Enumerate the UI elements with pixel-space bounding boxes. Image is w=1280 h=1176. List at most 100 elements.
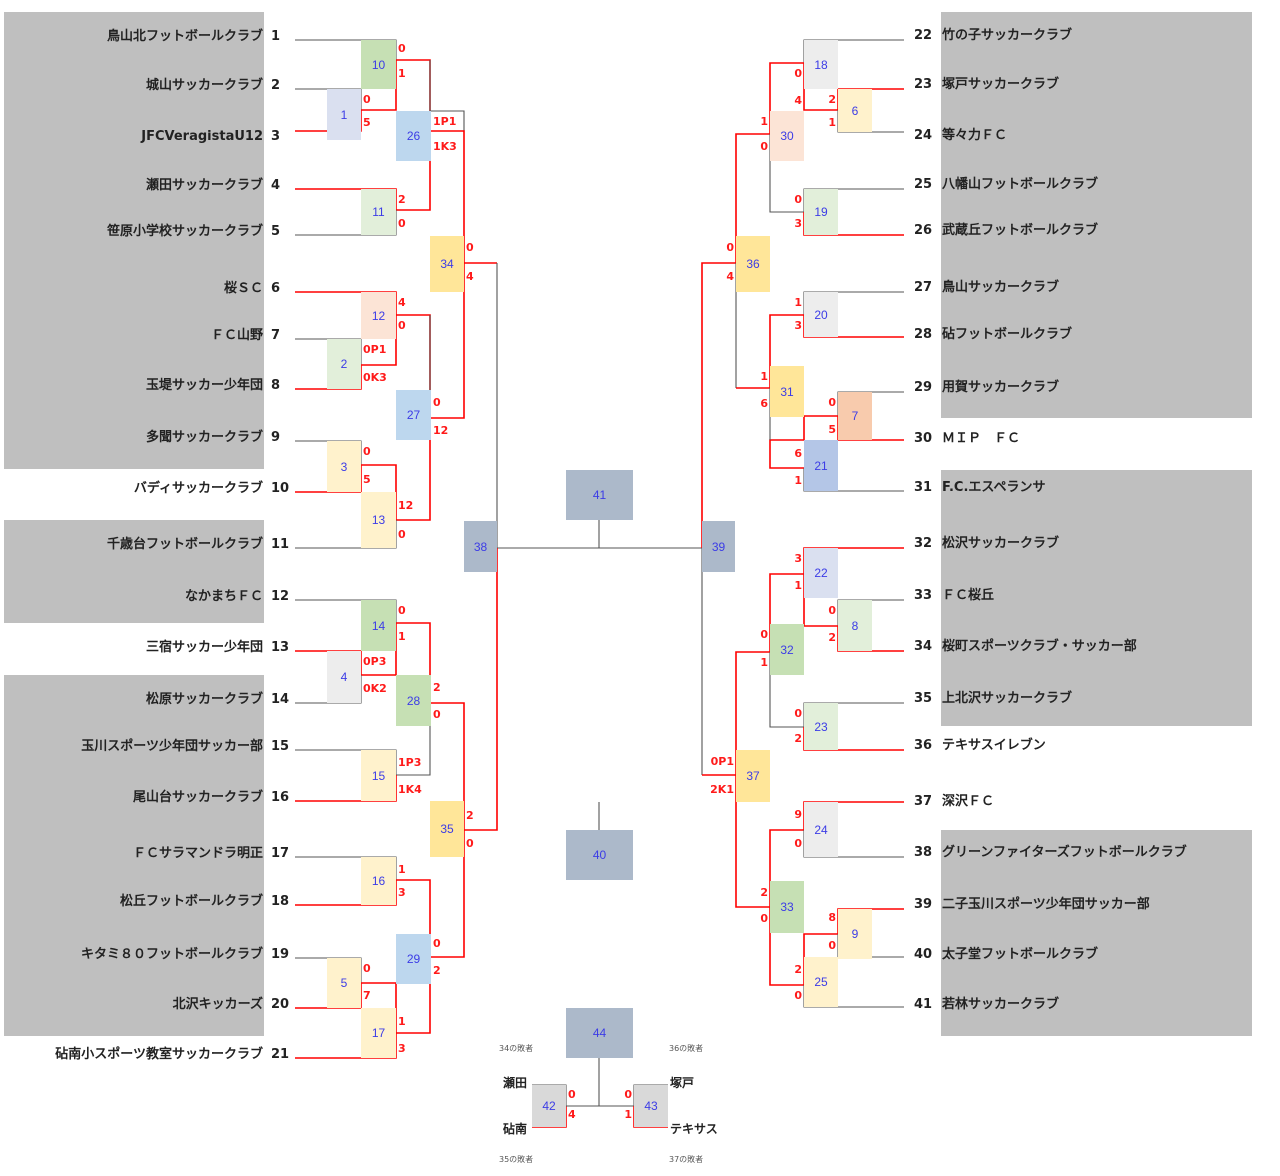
match-31-score-bottom: 6 [760,397,768,410]
match-number: 37 [746,769,760,783]
match-25-score-bottom: 0 [794,989,802,1002]
team-seed-right: 35 [914,691,933,706]
team-seed-left: 7 [271,328,281,343]
match-number: 22 [814,566,828,580]
match-21-score-bottom: 1 [794,474,802,487]
winner-path-line [295,775,397,802]
match-5-score-top: 0 [363,962,371,975]
team-seed-right: 34 [914,639,933,654]
match-number: 24 [814,822,828,837]
team-seed-left: 12 [271,589,290,604]
winner-path-line [295,1033,397,1059]
team-name-right: テキサスイレブン [942,738,1046,753]
match-6-score-bottom: 1 [828,116,836,129]
consolation-note-37: 37の敗者 [669,1155,704,1164]
match-number: 13 [371,513,386,527]
match-number: 4 [340,670,348,684]
match-24-score-bottom: 0 [794,837,802,850]
match-42-score-top: 0 [568,1088,576,1101]
bracket-line [295,675,362,704]
match-34-score-top: 0 [466,241,474,254]
match-22-score-top: 3 [794,552,802,565]
team-name-left: 鳥山北フットボールクラブ [106,29,263,44]
team-seed-right: 40 [914,947,933,962]
match-box-19: 19 [804,189,838,235]
team-name-right: 上北沢サッカークラブ [942,691,1073,706]
bracket-line [295,599,397,623]
team-seed-left: 17 [271,846,290,861]
match-16-score-top: 1 [398,863,406,876]
team-seed-left: 15 [271,739,290,754]
match-box-29: 29 [396,934,431,984]
team-seed-left: 8 [271,378,281,393]
team-seed-left: 9 [271,430,281,445]
team-seed-left: 10 [271,481,290,496]
match-17-score-top: 1 [398,1015,406,1028]
match-box-10: 10 [361,40,396,89]
team-name-left: 多聞サッカークラブ [145,430,263,445]
team-seed-right: 36 [914,738,933,753]
match-number: 27 [406,408,421,422]
match-box-38: 38 [464,521,497,572]
match-12-score-top: 4 [398,296,406,309]
consolation-team-kinuta-minami: 砧南 [503,1122,528,1136]
winner-path-line [736,314,804,389]
match-box-1: 1 [327,89,361,140]
match-number: 43 [644,1099,658,1113]
match-18-score-bottom: 4 [794,94,802,107]
winner-path-line [430,130,497,264]
match-number: 33 [780,900,794,914]
match-box-44: 44 [566,1008,633,1058]
match-number: 23 [814,719,828,734]
winner-path-line [361,60,397,111]
team-name-left: 三宿サッカー少年団 [145,640,263,655]
match-box-7: 7 [838,392,872,440]
match-11-score-bottom: 0 [398,217,406,230]
match-8-score-bottom: 2 [828,631,836,644]
match-number: 34 [440,257,454,271]
team-seed-right: 32 [914,536,933,551]
match-24-score-top: 9 [794,808,802,821]
match-29-score-top: 0 [433,937,441,950]
match-32-score-top: 0 [760,628,768,641]
team-seed-right: 37 [914,794,933,809]
team-seed-left: 3 [271,129,281,144]
match-box-22: 22 [804,548,838,598]
match-number: 28 [406,693,421,708]
match-number: 32 [780,642,794,657]
match-box-11: 11 [361,189,396,235]
team-name-left: なかまちＦＣ [184,589,263,604]
match-number: 44 [592,1026,607,1040]
eliminated-block-right-2 [941,470,1252,726]
match-box-30: 30 [770,111,804,161]
match-11-score-top: 2 [398,193,406,206]
team-seed-right: 33 [914,588,933,603]
team-name-right: 太子堂フットボールクラブ [942,947,1099,962]
match-5-score-bottom: 7 [363,989,371,1002]
match-number: 39 [711,539,726,554]
bracket-line [295,210,397,236]
match-box-41: 41 [566,470,633,520]
match-number: 40 [592,848,607,862]
match-35-score-bottom: 0 [466,837,474,850]
match-14-score-bottom: 1 [398,630,406,643]
match-box-32: 32 [770,624,804,675]
consolation-note-35: 35の敗者 [499,1155,534,1164]
team-name-left: 松丘フットボールクラブ [119,894,263,909]
match-36-score-bottom: 4 [726,270,734,283]
match-number: 6 [851,103,859,118]
match-16-score-bottom: 3 [398,886,406,899]
team-name-left: 尾山台サッカークラブ [132,790,263,805]
match-15-score-top: 1P3 [398,756,422,769]
match-7-score-top: 0 [828,396,836,409]
eliminated-block-right-3 [941,830,1252,1036]
match-number: 18 [814,57,828,72]
match-number: 12 [371,308,386,323]
match-15-score-bottom: 1K4 [398,783,422,796]
match-21-score-top: 6 [794,447,802,460]
match-7-score-bottom: 5 [828,423,836,436]
match-number: 38 [473,539,488,554]
match-box-36: 36 [736,236,770,292]
match-30-score-bottom: 0 [760,140,768,153]
match-19-score-bottom: 3 [794,217,802,230]
